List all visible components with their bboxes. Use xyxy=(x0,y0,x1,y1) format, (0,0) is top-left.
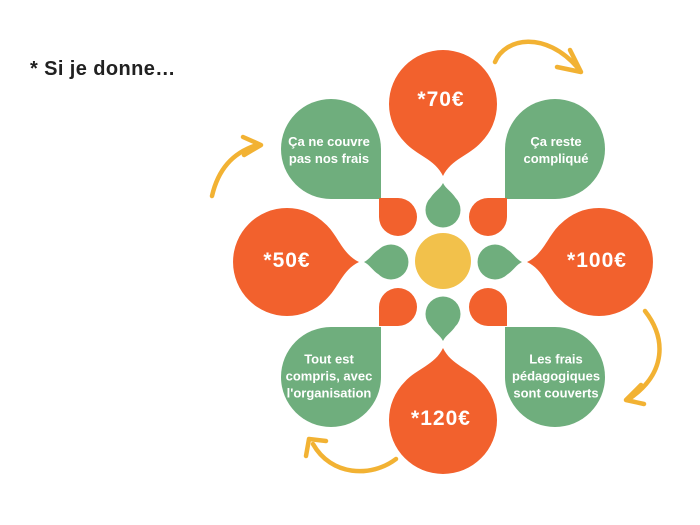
reason-label-bottom-right: Les frais pédagogiques sont couverts xyxy=(511,351,601,401)
amount-petal-top-shape xyxy=(389,50,497,177)
amount-petal-bottom-shape xyxy=(389,348,497,474)
small-green-drop-left xyxy=(364,244,409,280)
reason-label-top-left: Ça ne couvre pas nos frais xyxy=(288,133,370,166)
amount-petal-right-shape xyxy=(527,208,653,316)
small-orange-petal-bottom-right xyxy=(469,288,507,326)
cycle-arrow-top-right-icon xyxy=(492,39,584,75)
reason-label-bottom-left: Tout est compris, avec l'organisation xyxy=(285,351,373,401)
small-green-drop-top xyxy=(425,183,461,228)
amount-label-left: *50€ xyxy=(263,249,311,272)
reason-petal-bottom-left-shape xyxy=(281,327,381,427)
small-orange-petal-bottom-left xyxy=(379,288,417,326)
yellow-center-circle xyxy=(415,233,471,289)
reason-petal-bottom-right-shape xyxy=(505,327,605,427)
amount-label-top: *70€ xyxy=(417,88,465,111)
amount-petal-left-shape xyxy=(233,208,359,316)
small-orange-petal-top-left xyxy=(379,198,417,236)
small-orange-petal-top-right xyxy=(469,198,507,236)
page-title: * Si je donne… xyxy=(30,58,176,80)
reason-label-top-right: Ça reste compliqué xyxy=(523,133,589,166)
amount-label-right: *100€ xyxy=(567,249,627,272)
cycle-arrow-right-icon xyxy=(623,308,662,407)
small-green-drop-bottom xyxy=(425,296,461,341)
small-green-drop-right xyxy=(477,244,522,280)
reason-petal-top-right-shape xyxy=(505,99,605,199)
amount-label-bottom: *120€ xyxy=(411,407,471,430)
reason-petal-top-left-shape xyxy=(281,99,381,199)
cycle-arrow-bottom-left-icon xyxy=(303,436,399,474)
cycle-arrow-left-icon xyxy=(209,134,264,199)
